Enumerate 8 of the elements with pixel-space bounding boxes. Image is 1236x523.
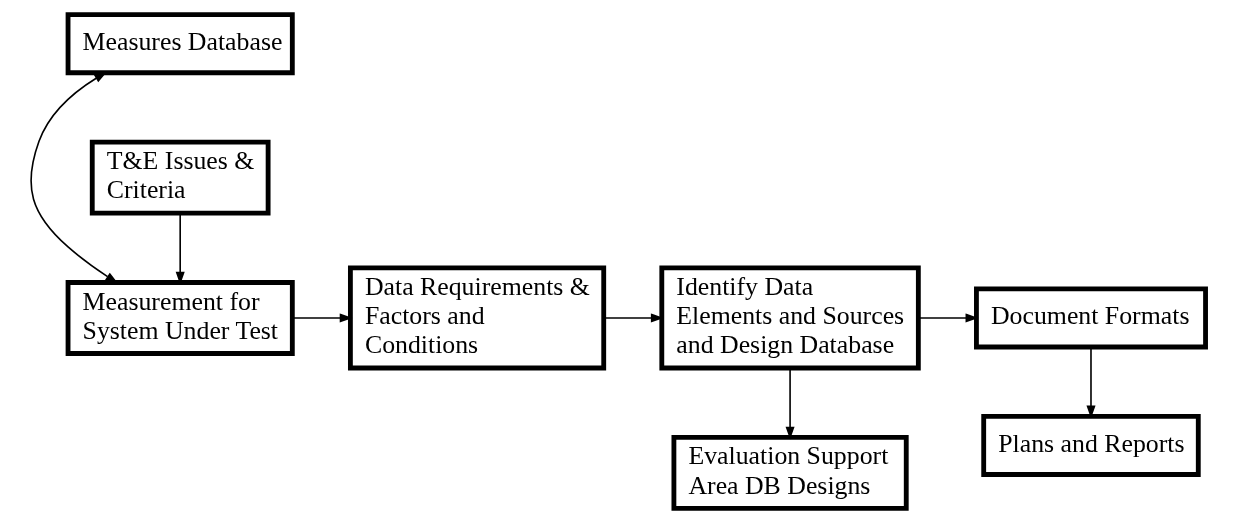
node-box: T&E Issues & Criteria [89,139,271,216]
node-box: Evaluation Support Area DB Designs [671,434,909,511]
node-box: Measures Database [65,12,295,76]
node-box: Data Requirements & Factors and Conditions [348,265,607,371]
node-box: Identify Data Elements and Sources and Design Database [659,265,921,371]
node-box: Plans and Reports [981,413,1201,477]
node-box: Document Formats [974,286,1208,350]
node-box: Measurement for System Under Test [65,280,295,356]
